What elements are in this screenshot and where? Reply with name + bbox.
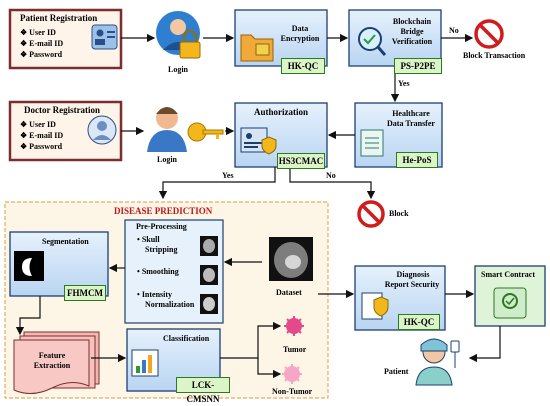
dataset-label: Dataset [276, 288, 302, 297]
doctor-registration-title: Doctor Registration [24, 105, 101, 115]
doctor-field-user-id-label: User ID [29, 120, 56, 129]
doctor-field-email-label: E-mail ID [29, 131, 64, 140]
diagnosis-line1: Diagnosis [396, 270, 430, 279]
patient-login-icon [156, 11, 201, 59]
folder-lock-icon [240, 34, 274, 62]
smart-contract-label: Smart Contract [481, 270, 535, 279]
flow-arrows [15, 33, 501, 379]
doctor-field-password-label: Password [29, 142, 63, 151]
disease-prediction-title: DISEASE PREDICTION [114, 206, 213, 216]
data-encryption-line1: Data [291, 24, 309, 33]
preprocess-step-intensity: • Intensity [137, 290, 173, 299]
segmentation-tag: FHMCM [64, 285, 106, 301]
magnifier-check-icon [358, 27, 387, 56]
data-encryption-tag: HK-QC [281, 58, 325, 74]
feature-line2: Extraction [33, 361, 71, 370]
doctor-field-user-id: ❖ User ID [20, 120, 56, 129]
blockchain-line2: Bridge [400, 27, 424, 36]
dataset-scan-image [269, 237, 313, 281]
doctor-login-icon [147, 107, 224, 152]
auth-screen-icon [240, 127, 277, 155]
patient-registration-title: Patient Registration [20, 13, 98, 23]
preprocess-step-smoothing: • Smoothing [137, 267, 179, 276]
patient-icon [415, 338, 460, 386]
patient-field-email-label: E-mail ID [29, 39, 64, 48]
feature-line1: Feature [38, 351, 66, 360]
patient-field-user-id: ❖ User ID [20, 28, 56, 37]
chart-icon [131, 349, 159, 377]
healthcare-line1: Healthcare [392, 109, 430, 118]
patient-field-user-id-label: User ID [29, 28, 56, 37]
doctor-field-email: ❖ E-mail ID [20, 131, 64, 140]
block-icon [357, 200, 385, 228]
doctor-field-password: ❖ Password [20, 142, 63, 151]
diagnosis-line2: Report Security [384, 280, 440, 289]
patient-label: Patient [384, 367, 409, 376]
data-encryption-line2: Encryption [280, 34, 320, 43]
authorization-tag: HS3CMAC [277, 153, 325, 169]
preprocess-step-skull-line2: Stripping [145, 245, 178, 254]
tumor-label: Tumor [283, 345, 307, 354]
block-label: Block [389, 209, 409, 218]
doctor-login-label: Login [157, 155, 178, 164]
blockchain-line3: Verification [391, 37, 433, 46]
non-tumor-label: Non-Tumor [272, 387, 313, 396]
patient-field-password: ❖ Password [20, 50, 63, 59]
healthcare-line2: Data Transfer [387, 119, 435, 128]
intensity-line1: Intensity [141, 290, 173, 299]
classification-tag: LCK-CMSNN [176, 377, 230, 404]
yes-label-authorization: Yes [222, 171, 234, 180]
preprocessing-scan-images [200, 236, 218, 314]
patient-login-label: Login [168, 65, 189, 74]
non-tumor-icon [282, 364, 302, 384]
patient-field-email: ❖ E-mail ID [20, 39, 64, 48]
no-label-blockchain: No [449, 26, 459, 35]
segmentation-scan-image [14, 251, 44, 281]
classification-title: Classification [163, 334, 210, 343]
diagnosis-tag: HK-QC [398, 314, 440, 330]
skull-line1: Skull [141, 235, 160, 244]
preprocess-step-intensity-line2: Normalization [145, 300, 195, 309]
block-transaction-label: Block Transaction [463, 51, 526, 60]
tumor-icon [284, 316, 304, 336]
smoothing-line1: Smoothing [141, 267, 179, 276]
authorization-title: Authorization [254, 107, 308, 117]
feature-extraction-stack [13, 331, 100, 394]
block-transaction-icon [474, 19, 504, 49]
data-transfer-icon [360, 129, 384, 157]
preprocess-step-skull: • Skull [137, 235, 160, 244]
contract-icon [493, 287, 527, 319]
no-label-authorization: No [326, 171, 336, 180]
report-shield-icon [361, 292, 389, 320]
yes-label-blockchain: Yes [398, 79, 410, 88]
doctor-id-icon [87, 115, 117, 145]
healthcare-tag: He-PoS [396, 152, 438, 168]
blockchain-line1: Blockchain [392, 17, 432, 26]
blockchain-tag: PS-P2PE [394, 58, 442, 74]
preprocessing-title: Pre-Processing [136, 222, 187, 231]
segmentation-title: Segmentation [42, 237, 89, 246]
id-card-icon [91, 24, 118, 50]
patient-field-password-label: Password [29, 50, 63, 59]
